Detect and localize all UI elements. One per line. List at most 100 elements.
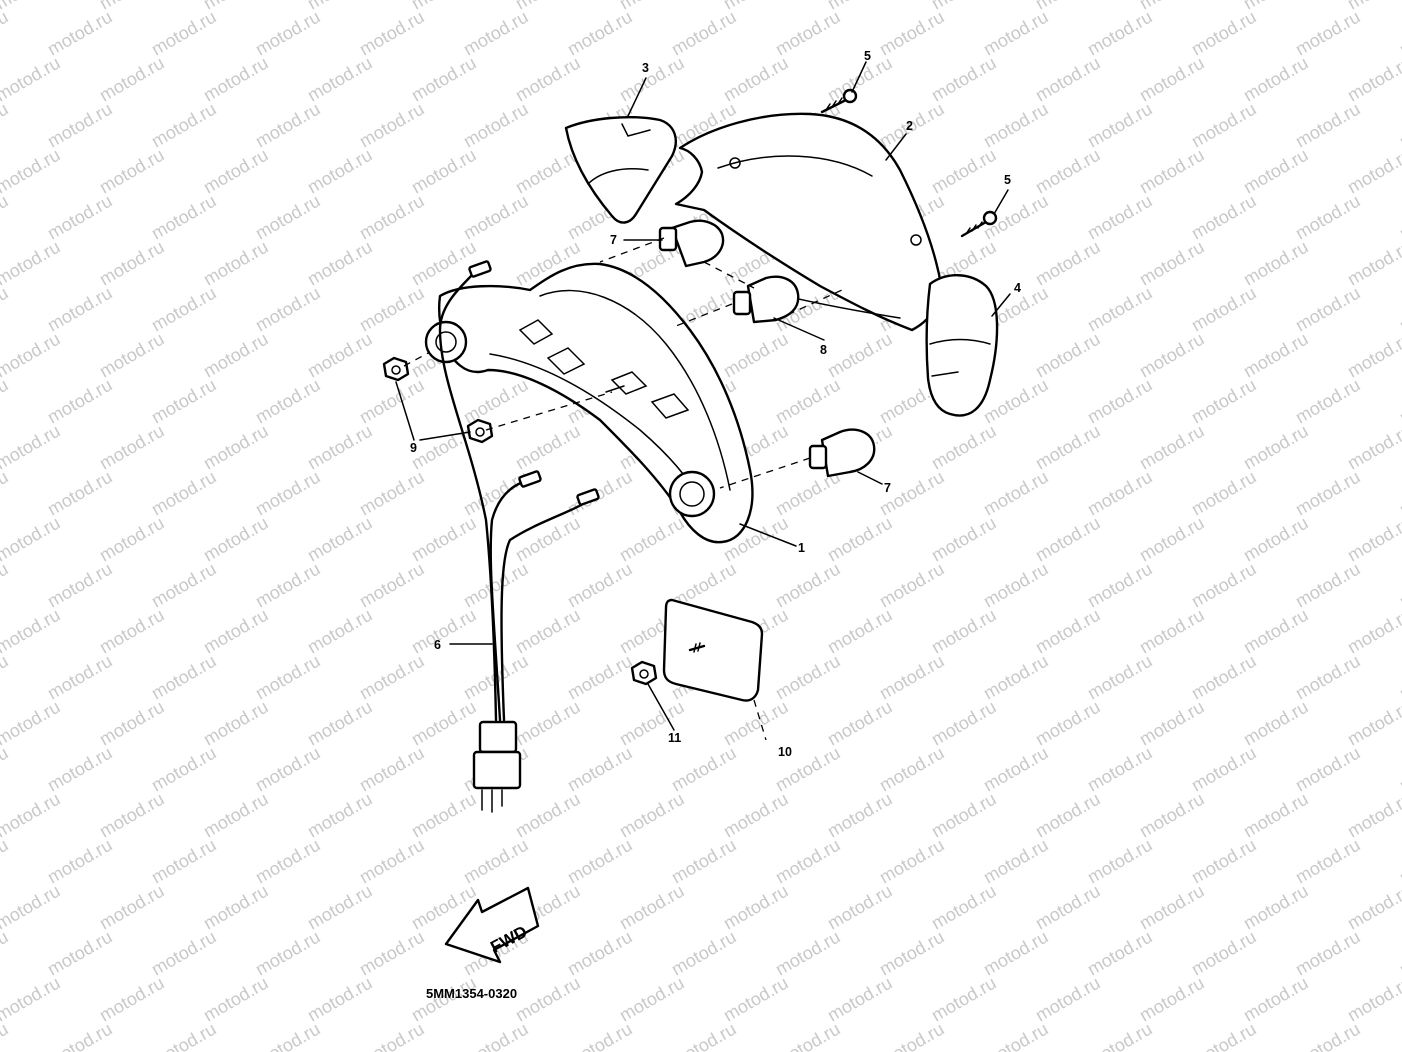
watermark-text: motod.ru [148, 743, 220, 796]
watermark-text: motod.ru [1032, 881, 1104, 934]
watermark-text: motod.ru [1032, 789, 1104, 842]
callout-8: 8 [820, 343, 827, 357]
watermark-text: motod.ru [720, 329, 792, 382]
part-1-lamp-housing [424, 262, 754, 544]
watermark-text: motod.ru [252, 191, 324, 244]
watermark-text: motod.ru [928, 697, 1000, 750]
watermark-text: motod.ru [1032, 605, 1104, 658]
watermark-text: motod.ru [1344, 237, 1402, 290]
watermark-text: motod.ru [408, 789, 480, 842]
watermark-text: motod.ru [1084, 651, 1156, 704]
watermark-text: motod.ru [928, 789, 1000, 842]
watermark-text: motod.ru [0, 559, 12, 612]
watermark-text: motod.ru [1344, 513, 1402, 566]
watermark-text: motod.ru [44, 375, 116, 428]
watermark-text: motod.ru [1084, 467, 1156, 520]
watermark-text: motod.ru [1240, 329, 1312, 382]
watermark-text: motod.ru [252, 651, 324, 704]
watermark-text: motod.ru [0, 743, 12, 796]
diagram-code: 5MM1354-0320 [426, 986, 517, 1001]
watermark-text: motod.ru [720, 789, 792, 842]
part-5-screw-upper [820, 88, 858, 114]
watermark-text: motod.ru [1240, 145, 1312, 198]
watermark-text: motod.ru [512, 605, 584, 658]
watermark-text: motod.ru [0, 421, 64, 474]
part-11-nut [630, 660, 658, 686]
watermark-text: motod.ru [0, 375, 12, 428]
part-9-nut-upper [382, 356, 410, 382]
part-8-bulb [732, 275, 800, 324]
callout-1: 1 [798, 541, 805, 555]
watermark-text: motod.ru [564, 7, 636, 60]
watermark-text: motod.ru [1292, 927, 1364, 980]
watermark-text: motod.ru [148, 375, 220, 428]
watermark-text: motod.ru [200, 421, 272, 474]
watermark-text: motod.ru [1084, 835, 1156, 888]
watermark-text: motod.ru [1032, 973, 1104, 1026]
watermark-text: motod.ru [1292, 191, 1364, 244]
watermark-text: motod.ru [772, 559, 844, 612]
watermark-text: motod.ru [772, 7, 844, 60]
watermark-text: motod.ru [1188, 927, 1260, 980]
watermark-text: motod.ru [1344, 421, 1402, 474]
watermark-text: motod.ru [96, 329, 168, 382]
watermark-text: motod.ru [668, 835, 740, 888]
callout-6: 6 [434, 638, 441, 652]
watermark-text: motod.ru [1292, 1019, 1364, 1052]
watermark-text: motod.ru [304, 973, 376, 1026]
watermark-text: motod.ru [96, 973, 168, 1026]
watermark-text: motod.ru [44, 559, 116, 612]
watermark-text: motod.ru [148, 283, 220, 336]
watermark-text: motod.ru [200, 53, 272, 106]
watermark-text: motod.ru [772, 375, 844, 428]
watermark-text: motod.ru [96, 881, 168, 934]
watermark-text: motod.ru [1188, 467, 1260, 520]
watermark-text: motod.ru [564, 743, 636, 796]
callout-9: 9 [410, 441, 417, 455]
part-6-wire-harness [438, 260, 600, 813]
watermark-text: motod.ru [44, 7, 116, 60]
watermark-text: motod.ru [980, 559, 1052, 612]
watermark-text: motod.ru [252, 283, 324, 336]
watermark-text: motod.ru [980, 743, 1052, 796]
watermark-text: motod.ru [824, 973, 896, 1026]
watermark-text: motod.ru [460, 99, 532, 152]
watermark-text: motod.ru [512, 53, 584, 106]
watermark-text: motod.ru [772, 927, 844, 980]
watermark-text: motod.ru [824, 329, 896, 382]
watermark-text: motod.ru [564, 1019, 636, 1052]
watermark-text: motod.ru [772, 651, 844, 704]
watermark-text: motod.ru [1188, 651, 1260, 704]
watermark-text: motod.ru [512, 973, 584, 1026]
watermark-text: motod.ru [356, 651, 428, 704]
watermark-text: motod.ru [824, 513, 896, 566]
watermark-text: motod.ru [0, 329, 64, 382]
watermark-text: motod.ru [200, 697, 272, 750]
watermark-text: motod.ru [1240, 789, 1312, 842]
watermark-text: motod.ru [1136, 145, 1208, 198]
watermark-text: motod.ru [1396, 927, 1402, 980]
watermark-text: motod.ru [304, 145, 376, 198]
watermark-text: motod.ru [200, 145, 272, 198]
callout-5-lower: 5 [1004, 173, 1011, 187]
watermark-text: motod.ru [1292, 743, 1364, 796]
watermark-text: motod.ru [616, 881, 688, 934]
watermark-text: motod.ru [0, 697, 64, 750]
watermark-text: motod.ru [0, 927, 12, 980]
watermark-text: motod.ru [0, 283, 12, 336]
watermark-text: motod.ru [1344, 789, 1402, 842]
watermark-text: motod.ru [1032, 145, 1104, 198]
callout-2: 2 [906, 119, 913, 133]
watermark-text: motod.ru [304, 237, 376, 290]
watermark-text: motod.ru [96, 789, 168, 842]
watermark-text: motod.ru [44, 1019, 116, 1052]
watermark-text: motod.ru [460, 835, 532, 888]
watermark-text: motod.ru [1240, 513, 1312, 566]
watermark-text: motod.ru [356, 927, 428, 980]
watermark-text: motod.ru [1240, 53, 1312, 106]
watermark-text: motod.ru [1084, 283, 1156, 336]
watermark-text: motod.ru [668, 7, 740, 60]
watermark-text: motod.ru [824, 789, 896, 842]
watermark-text: motod.ru [252, 835, 324, 888]
watermark-text: motod.ru [772, 835, 844, 888]
